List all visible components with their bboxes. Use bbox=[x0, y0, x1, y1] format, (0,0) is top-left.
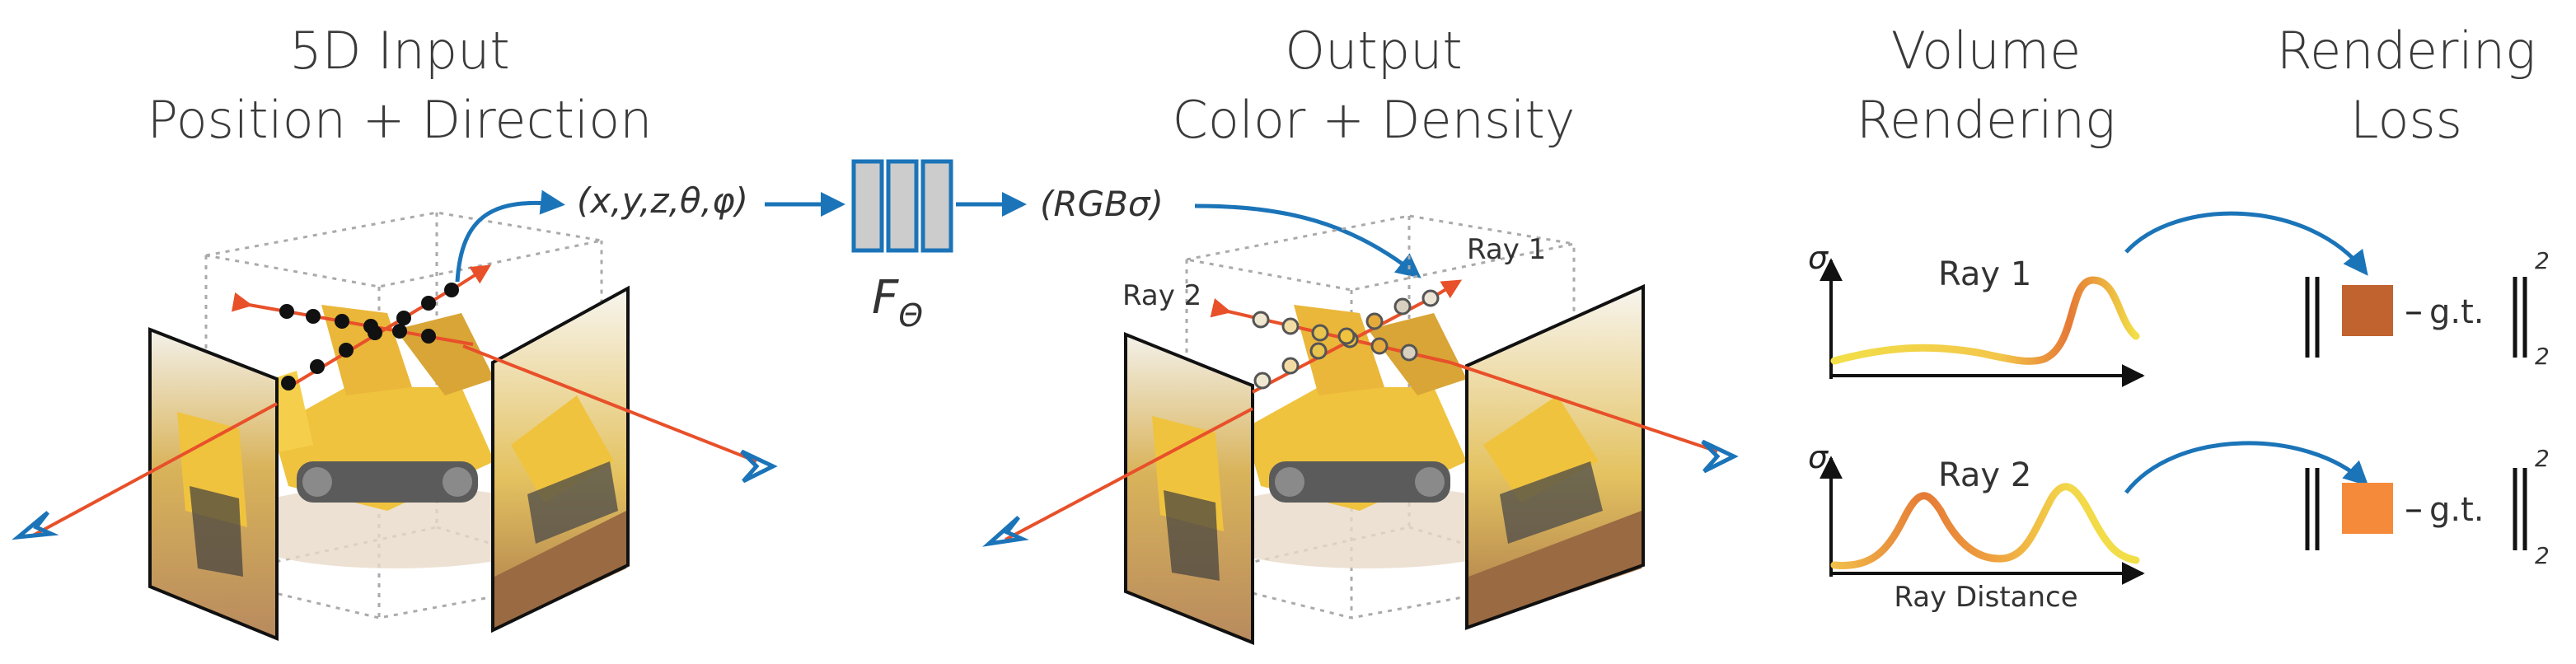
output-tuple-label: (RGBσ) bbox=[1040, 184, 1164, 224]
output-camera-2-arrowhead bbox=[1701, 439, 1739, 474]
input-title-line1: 5D Input bbox=[289, 21, 510, 81]
input-bulldozer-object bbox=[222, 305, 569, 568]
ray2-to-loss-arrow bbox=[2124, 441, 2369, 494]
ray1-density-plot: σ Ray 1 bbox=[1808, 240, 2145, 387]
ray2-scene-label: Ray 2 bbox=[1122, 279, 1201, 312]
output-right-image-plane bbox=[1465, 283, 1645, 630]
output-bulldozer-object bbox=[1195, 305, 1541, 568]
volume-title-line2: Rendering bbox=[1856, 90, 2116, 150]
mlp-network-icon bbox=[851, 159, 953, 253]
input-tuple-label: (x,y,z,θ,φ) bbox=[577, 180, 748, 221]
rendering-loss-title: Rendering Loss bbox=[2277, 16, 2536, 155]
ray1-to-loss-arrow bbox=[2124, 211, 2368, 276]
loss-title-line1: Rendering bbox=[2276, 21, 2536, 81]
loss2-minus: – bbox=[2405, 488, 2423, 530]
function-symbol: F bbox=[872, 271, 899, 325]
loss-term-1: – g.t. 2 2 bbox=[2305, 247, 2550, 370]
ray1-density-curve bbox=[1830, 276, 2140, 365]
rendered-color-swatch-1 bbox=[2342, 285, 2393, 336]
output-scene: Ray 2 Ray 1 bbox=[982, 214, 1739, 645]
function-subscript: Θ bbox=[898, 297, 923, 334]
loss1-minus: – bbox=[2405, 290, 2423, 332]
output-camera-1-arrowhead bbox=[982, 516, 1029, 547]
rendered-color-swatch-2 bbox=[2342, 483, 2393, 534]
loss2-exponent: 2 bbox=[2535, 445, 2550, 472]
volume-rendering-title: Volume Rendering bbox=[1857, 16, 2115, 155]
input-left-image-plane bbox=[148, 327, 279, 641]
input-right-image-plane bbox=[491, 285, 630, 634]
input-sample-points bbox=[279, 283, 459, 390]
network-section: (x,y,z,θ,φ) FΘ (RGBσ) bbox=[577, 159, 1421, 334]
sample-to-input-arrow bbox=[455, 189, 565, 283]
ray1-sigma-label: σ bbox=[1808, 240, 1829, 276]
ray2-sigma-label: σ bbox=[1808, 439, 1829, 475]
output-to-scene-arrow bbox=[1194, 203, 1421, 278]
camera-1-arrowhead bbox=[12, 511, 59, 540]
camera-2-arrowhead bbox=[740, 449, 778, 484]
ray2-plot-label: Ray 2 bbox=[1938, 456, 2031, 494]
loss2-subscript: 2 bbox=[2535, 542, 2550, 569]
input-title: 5D Input Position + Direction bbox=[148, 16, 653, 155]
function-label: FΘ bbox=[872, 271, 923, 334]
loss-title-line2: Loss bbox=[2349, 90, 2462, 150]
x-axis-label: Ray Distance bbox=[1894, 581, 2077, 614]
output-left-image-plane bbox=[1124, 332, 1254, 645]
input-ray-2-forward bbox=[462, 344, 757, 463]
volume-title-line1: Volume bbox=[1890, 21, 2082, 81]
loss1-exponent: 2 bbox=[2535, 247, 2550, 274]
output-title-line2: Color + Density bbox=[1172, 90, 1576, 150]
loss1-gt-label: g.t. bbox=[2429, 293, 2485, 331]
output-title-line1: Output bbox=[1285, 21, 1463, 81]
input-scene bbox=[12, 189, 778, 641]
output-colored-samples bbox=[1252, 289, 1440, 390]
loss1-subscript: 2 bbox=[2535, 343, 2550, 370]
loss2-gt-label: g.t. bbox=[2429, 491, 2485, 529]
loss-term-2: – g.t. 2 2 bbox=[2305, 445, 2550, 569]
output-title: Output Color + Density bbox=[1173, 16, 1576, 155]
ray2-density-curve bbox=[1830, 483, 2140, 569]
ray1-plot-label: Ray 1 bbox=[1938, 255, 2031, 293]
ray2-density-plot: σ Ray 2 Ray Distance bbox=[1808, 439, 2145, 614]
ray1-scene-label: Ray 1 bbox=[1467, 233, 1546, 266]
input-ray-1-back bbox=[32, 402, 278, 537]
input-title-line2: Position + Direction bbox=[147, 90, 653, 150]
